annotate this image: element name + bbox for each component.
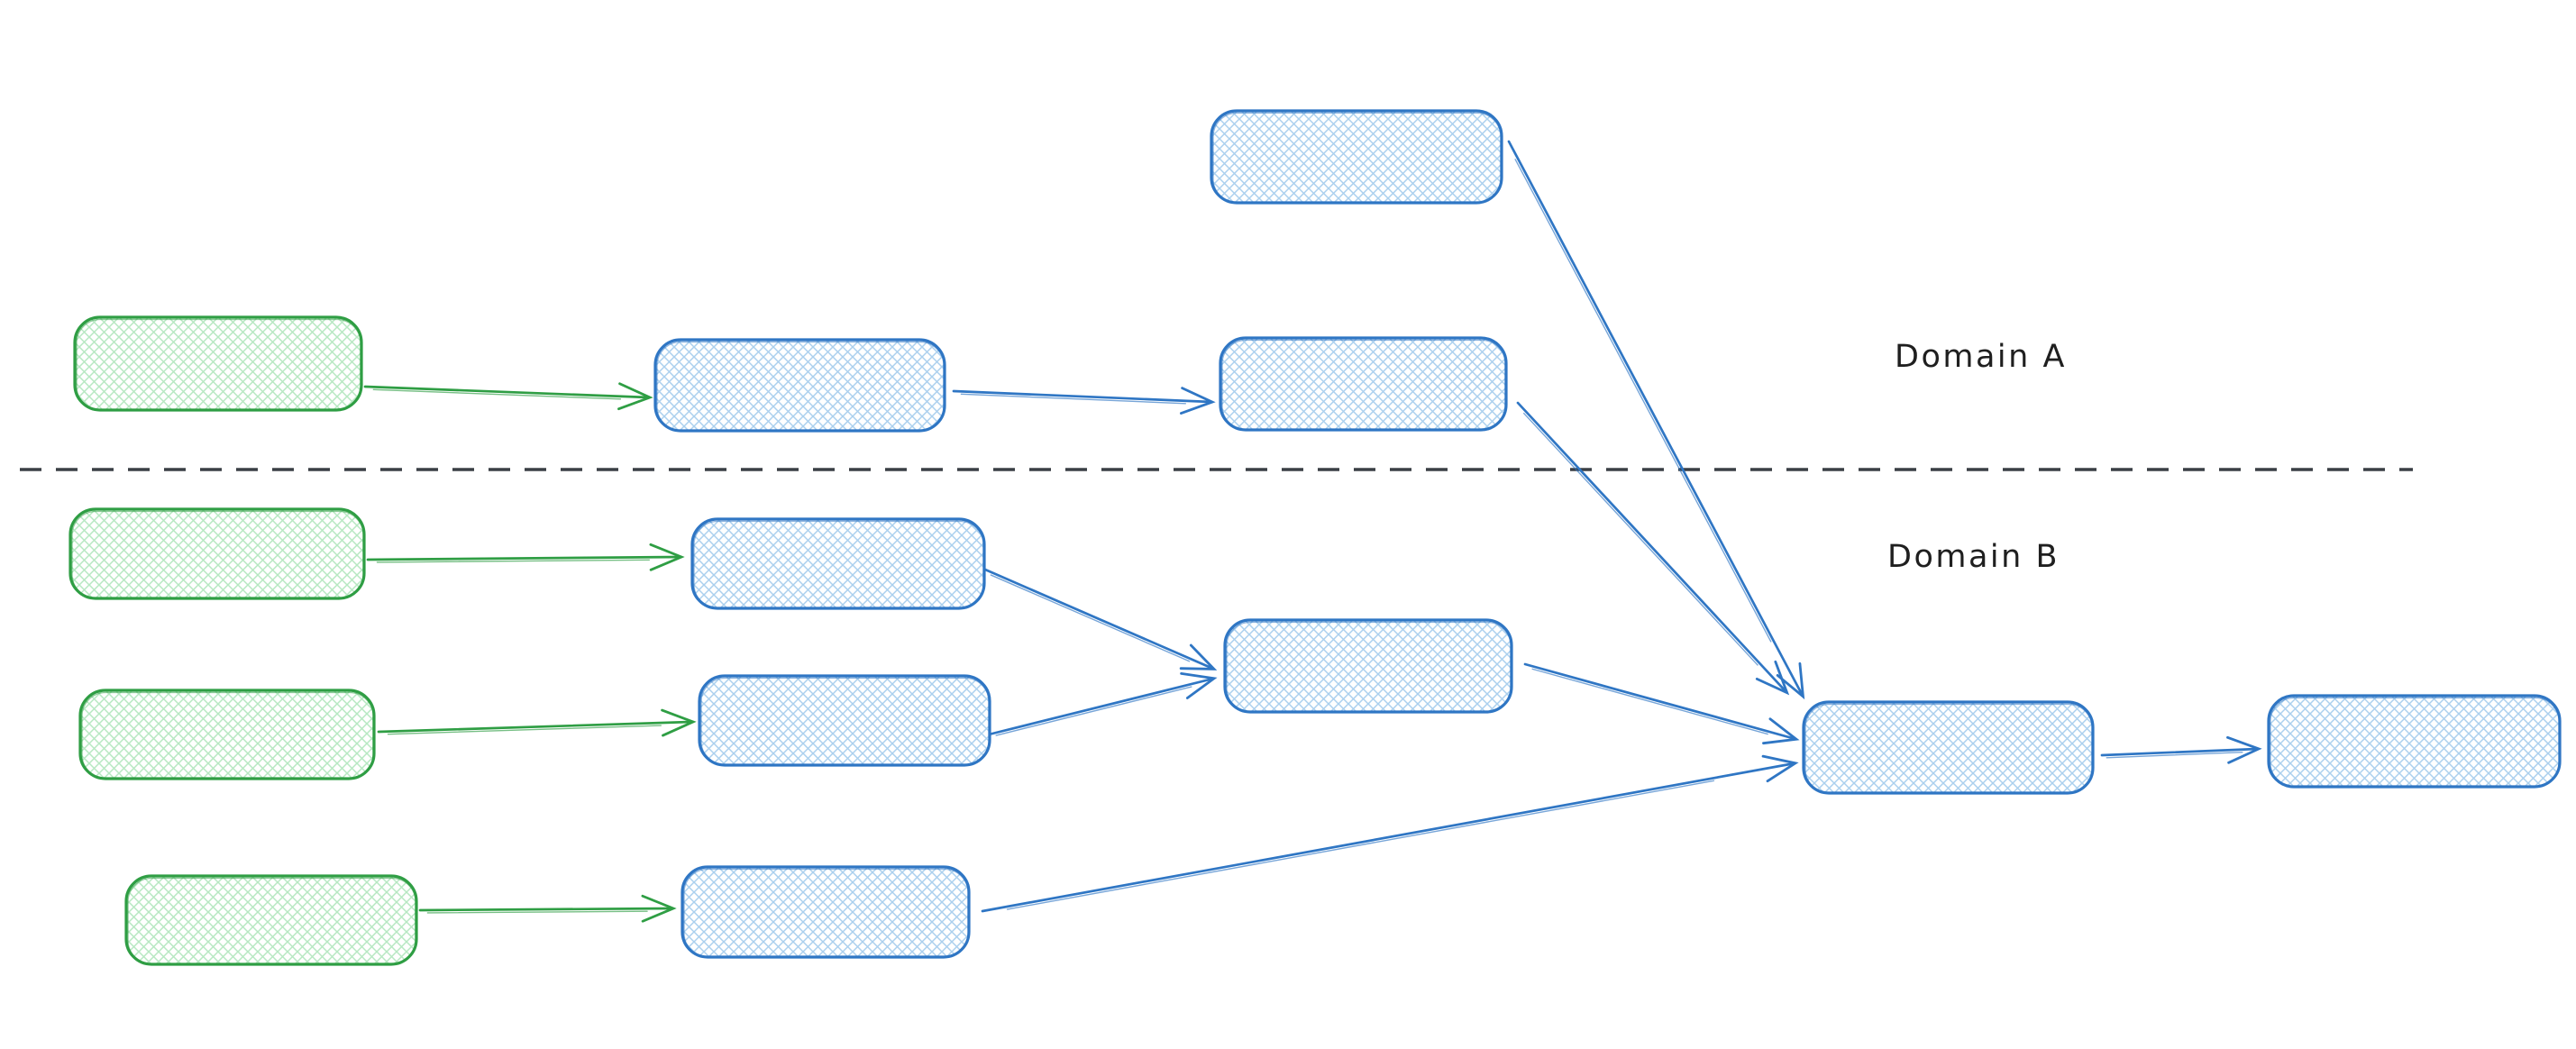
arrow-a-top-to-main-join [1507, 140, 1805, 700]
node-main-join [1802, 700, 2095, 795]
node-domain-a-step [653, 338, 946, 433]
arrow-b-join-to-main-join [1523, 662, 1800, 745]
nodes-layer [69, 109, 2562, 966]
arrow-b-source3-to-b-step3 [418, 894, 677, 923]
node-output [2267, 694, 2562, 789]
node-domain-a-top [1210, 109, 1503, 205]
node-domain-b-source-3 [124, 874, 418, 966]
node-domain-a-out [1219, 336, 1508, 432]
arrow-b-source2-to-b-step2 [377, 708, 697, 737]
arrow-b-step3-to-main-join [981, 754, 1799, 913]
node-domain-b-step-3 [681, 865, 971, 959]
domain-b-label: Domain B [1887, 539, 2060, 575]
arrow-b-source1-to-b-step1 [366, 543, 685, 571]
node-domain-b-step-2 [698, 674, 991, 767]
node-domain-b-source-1 [69, 507, 366, 600]
node-domain-b-source-2 [78, 689, 376, 780]
arrows-layer [363, 140, 2262, 923]
arrow-a-step-to-a-out [952, 387, 1216, 415]
node-domain-b-step-1 [690, 517, 986, 610]
arrow-a-out-to-main-join [1516, 401, 1790, 696]
arrow-a-source-to-a-step [363, 382, 653, 411]
node-domain-b-join [1223, 618, 1513, 714]
node-domain-a-source [73, 315, 363, 412]
arrow-b-step2-to-b-join [987, 671, 1218, 736]
arrow-main-join-to-output [2100, 735, 2262, 764]
arrow-b-step1-to-b-join [983, 568, 1218, 670]
domain-a-label: Domain A [1895, 339, 2067, 375]
